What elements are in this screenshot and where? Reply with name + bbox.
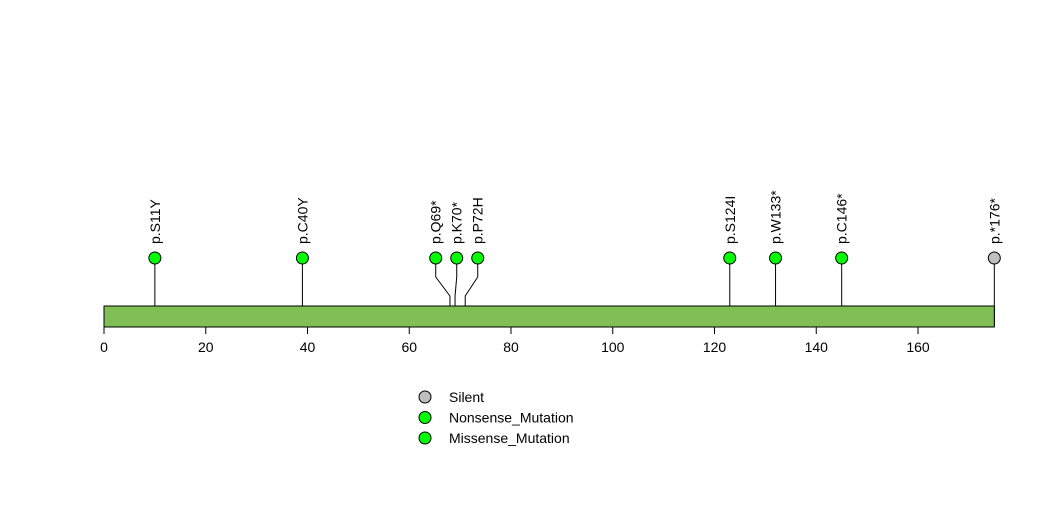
x-tick-label: 60 xyxy=(401,339,417,355)
mutation-label: p.C146* xyxy=(834,193,850,244)
mutation-head xyxy=(769,251,783,265)
x-tick-label: 0 xyxy=(100,339,108,355)
mutation-label: p.C40Y xyxy=(294,197,310,244)
mutation-head xyxy=(429,251,443,265)
legend-marker xyxy=(418,411,432,424)
x-tick-label: 140 xyxy=(805,339,829,355)
mutation-label: p.W133* xyxy=(768,190,784,244)
legend-label: Silent xyxy=(449,389,484,405)
mutation-label: p.P72H xyxy=(470,197,486,244)
mutation-label: p.*176* xyxy=(986,198,1002,244)
mutation-label: p.S11Y xyxy=(147,198,163,244)
mutation-head xyxy=(471,251,485,265)
x-tick-label: 20 xyxy=(198,339,214,355)
legend-label: Missense_Mutation xyxy=(449,430,570,446)
x-tick-label: 40 xyxy=(300,339,316,355)
heads-layer: p.S11Y p.C40Y p.Q69* p.K70* p.P72H p.S124I p.W… xyxy=(147,190,1002,265)
stems-layer xyxy=(154,258,995,327)
mutation-head xyxy=(987,251,1001,265)
mutation-head xyxy=(723,251,737,265)
x-tick-label: 120 xyxy=(703,339,727,355)
x-tick-label: 80 xyxy=(503,339,519,355)
x-tick-label: 100 xyxy=(601,339,625,355)
protein-bar xyxy=(103,305,995,328)
x-tick-label: 160 xyxy=(906,339,930,355)
mutation-label: p.S124I xyxy=(722,196,738,244)
mutation-head xyxy=(450,251,464,265)
mutation-head xyxy=(295,251,309,265)
mutation-label: p.K70* xyxy=(449,201,465,244)
legend-marker xyxy=(418,390,432,404)
x-axis: 0 20 40 60 80 100 120 140 160 xyxy=(100,326,930,355)
mutation-head xyxy=(835,251,849,265)
mutation-head xyxy=(148,251,162,265)
mutation-label: p.Q69* xyxy=(428,200,444,244)
legend-label: Nonsense_Mutation xyxy=(449,410,574,426)
legend-marker xyxy=(418,431,432,445)
